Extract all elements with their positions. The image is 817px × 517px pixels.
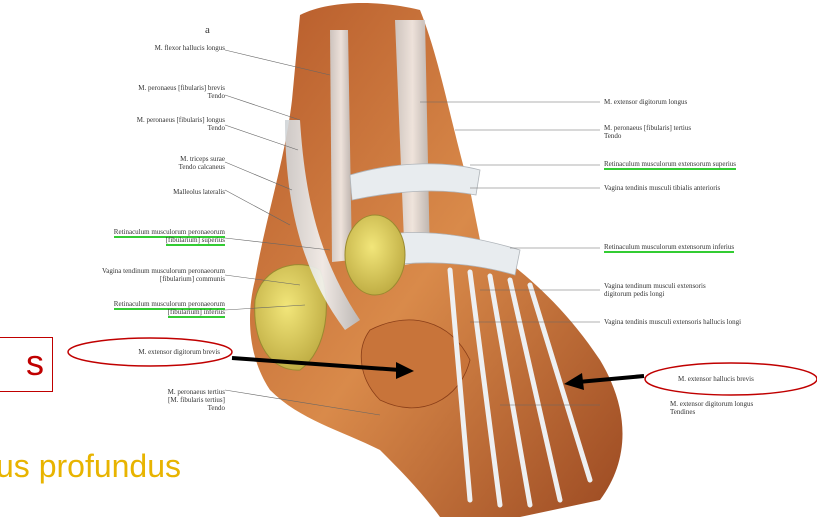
partial-title-text: s [26,343,44,383]
label-extensor-digitorum-brevis: M. extensor digitorum brevis [70,348,220,356]
label-text: Retinaculum musculorum extensorum inferi… [604,243,734,253]
label-retinaculum-extensorum-inferius: Retinaculum musculorum extensorum inferi… [604,243,816,251]
label-retinaculum-extensorum-superius: Retinaculum musculorum extensorum superi… [604,160,816,168]
label-text: Retinaculum musculorum extensorum superi… [604,160,736,170]
label-extensor-digitorum-longus: M. extensor digitorum longus [604,98,814,106]
bottom-caption: us profundus [0,446,181,486]
partial-title-box: s [0,337,53,392]
label-flexor-hallucis-longus: M. flexor hallucis longus [60,44,225,52]
label-triceps-surae: M. triceps surae Tendo calcaneus [60,155,225,171]
label-vagina-peroneorum-communis: Vagina tendinum musculorum peronaeorum [… [0,267,225,283]
label-peroneus-tertius: M. peronaeus tertius [M. fibularis terti… [60,388,225,412]
label-extensor-hallucis-brevis: M. extensor hallucis brevis [678,375,808,383]
label-text: Retinaculum musculorum peronaeorum [fibu… [114,300,225,318]
label-vagina-extensor-digitorum-longi: Vagina tendinum musculi extensoris digit… [604,282,814,298]
label-malleolus-lateralis: Malleolus lateralis [60,188,225,196]
label-retinaculum-peroneorum-inferius: Retinaculum musculorum peronaeorum [fibu… [10,300,225,316]
lateral-malleolus-bone [345,215,405,295]
label-text: Retinaculum musculorum peronaeorum [fibu… [114,228,225,246]
panel-letter: a [205,24,210,36]
label-vagina-tibialis-anterior: Vagina tendinis musculi tibialis anterio… [604,184,814,192]
label-extensor-digitorum-longus-tendines: M. extensor digitorum longus Tendines [670,400,810,416]
label-retinaculum-peroneorum-superius: Retinaculum musculorum peronaeorum [fibu… [10,228,225,244]
label-peroneus-tertius-right: M. peronaeus [fibularis] tertius Tendo [604,124,814,140]
label-peroneus-brevis: M. peronaeus [fibularis] brevis Tendo [60,84,225,100]
label-vagina-extensor-hallucis-longi: Vagina tendinis musculi extensoris hallu… [604,318,816,326]
label-peroneus-longus: M. peronaeus [fibularis] longus Tendo [60,116,225,132]
